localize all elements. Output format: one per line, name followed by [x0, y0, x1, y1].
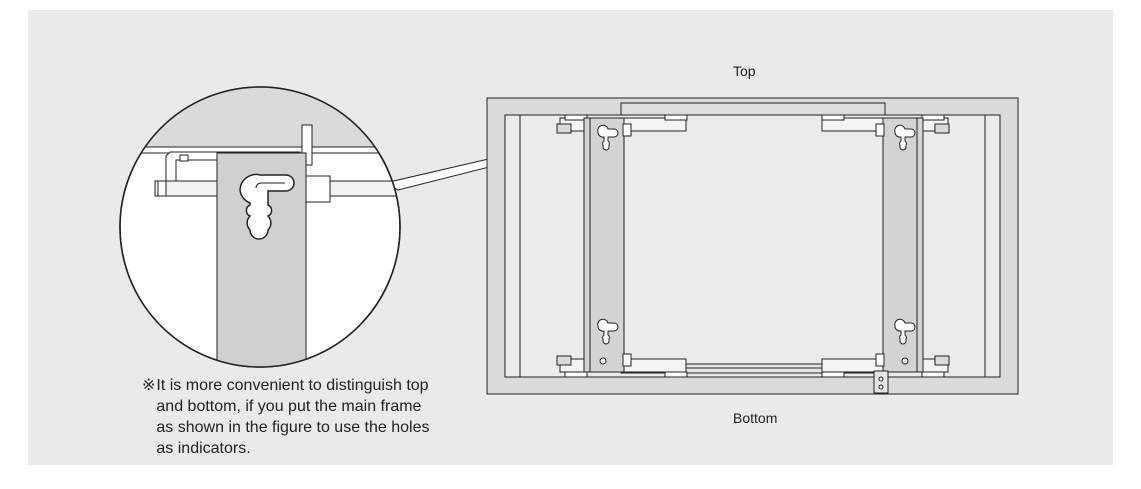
detail-keyhole	[239, 173, 295, 240]
keyhole-top-left	[597, 124, 619, 151]
keyhole-bottom-right	[894, 318, 916, 345]
inner-opening	[504, 114, 1001, 378]
bottom-tab	[873, 370, 889, 394]
keyhole-bottom-left	[597, 318, 619, 345]
bottom-label: Bottom	[733, 410, 778, 426]
right-bracket	[873, 117, 924, 394]
left-bracket	[583, 117, 632, 373]
top-plate	[620, 102, 886, 116]
instruction-note: ※ It is more convenient to distinguish t…	[142, 375, 442, 459]
note-text: It is more convenient to distinguish top…	[156, 377, 430, 457]
reference-mark: ※	[142, 377, 156, 394]
detail-magnifier	[119, 86, 401, 368]
keyhole-top-right	[894, 124, 916, 151]
main-frame	[486, 97, 1019, 395]
top-label: Top	[733, 63, 756, 79]
